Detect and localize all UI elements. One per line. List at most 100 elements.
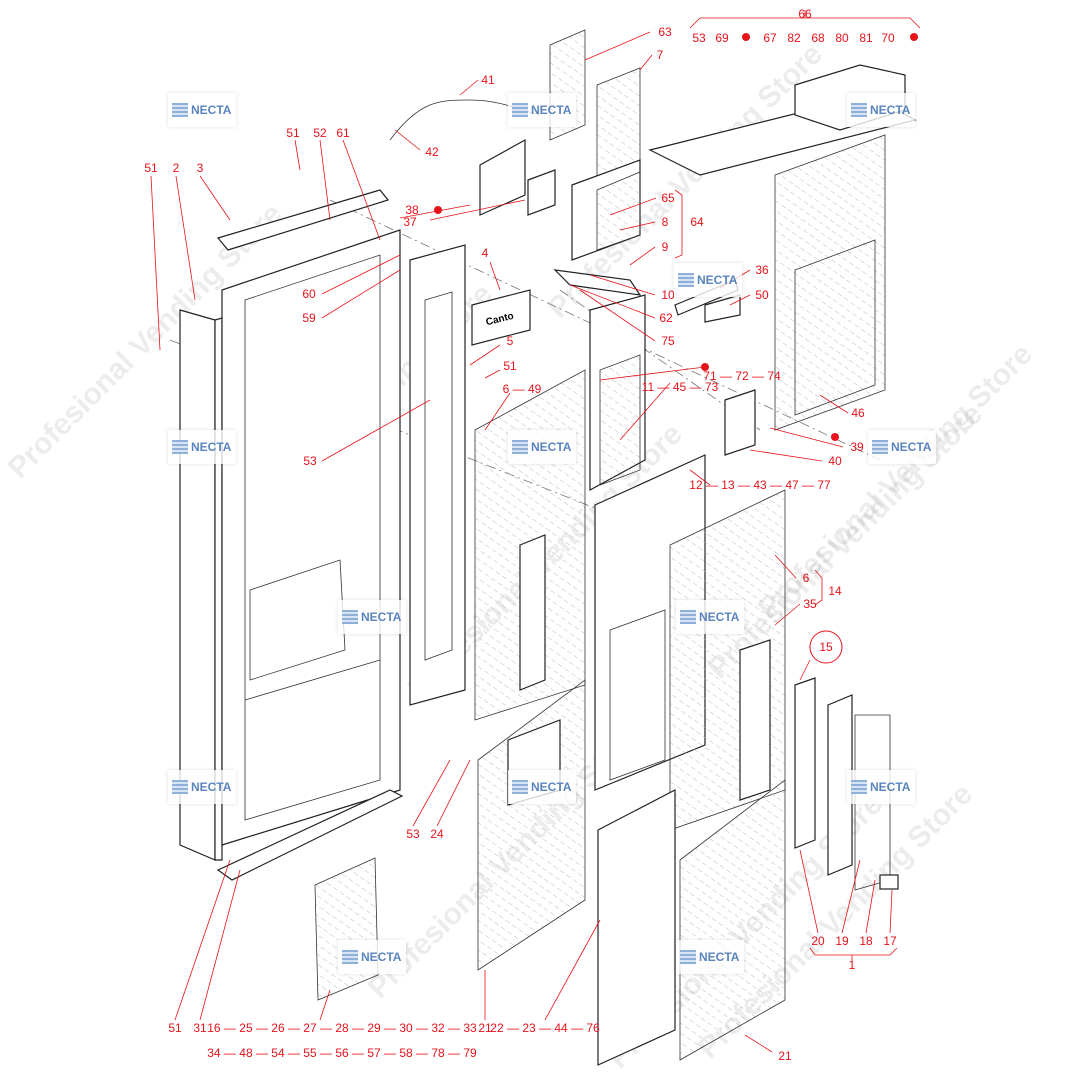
part-number-label: 10 xyxy=(661,288,675,302)
leader-line xyxy=(394,129,421,151)
necta-logo-icon xyxy=(342,610,358,624)
part-number-label: 71 — 72 — 74 xyxy=(703,369,781,383)
necta-logo-text: NECTA xyxy=(531,103,572,117)
leader-line xyxy=(609,197,657,216)
part-number-label: 42 xyxy=(425,145,439,159)
part-number-label: 41 xyxy=(481,73,495,87)
part-number-label: 19 xyxy=(835,934,849,948)
part-number-label: 38 xyxy=(405,203,419,217)
leader-line xyxy=(319,989,331,1021)
right-panel xyxy=(774,134,886,431)
leader-line xyxy=(459,79,479,96)
necta-logo-icon xyxy=(512,780,528,794)
leader-line xyxy=(744,1034,773,1053)
part-number-label: 82 xyxy=(787,31,801,45)
glass-panel-strip xyxy=(739,639,771,801)
leader-line xyxy=(889,889,893,934)
necta-logo-icon xyxy=(851,103,867,117)
necta-logo-icon xyxy=(680,610,696,624)
part-number-label: 68 xyxy=(811,31,825,45)
leader-line xyxy=(579,289,656,342)
cabinet-frame-inner xyxy=(244,254,381,821)
graphic-panel-lower xyxy=(597,789,676,1066)
necta-logo-text: NECTA xyxy=(891,440,932,454)
leader-line xyxy=(865,879,876,934)
part-number-label: 34 — 48 — 54 — 55 — 56 — 57 — 58 — 78 — … xyxy=(207,1046,477,1060)
graphic-panel-window xyxy=(609,609,666,781)
part-number-label: 59 xyxy=(302,311,316,325)
reference-dot xyxy=(831,433,839,441)
leader-line xyxy=(584,31,651,61)
part-number-label: 51 xyxy=(144,161,158,175)
necta-logo-text: NECTA xyxy=(699,950,740,964)
necta-logo-icon xyxy=(512,103,528,117)
reference-dot xyxy=(434,206,442,214)
leader-line xyxy=(769,427,844,448)
leader-line xyxy=(619,221,656,231)
top-panel xyxy=(216,189,390,251)
spiral-support xyxy=(827,694,853,876)
part-number-label: 18 xyxy=(859,934,873,948)
part-number-label: 70 xyxy=(881,31,895,45)
part-number-label: 1 xyxy=(849,958,856,972)
necta-logo-text: NECTA xyxy=(870,103,911,117)
leader-line xyxy=(629,246,656,266)
part-number-label: 63 xyxy=(658,25,672,39)
part-number-label: 80 xyxy=(835,31,849,45)
part-number-label: 52 xyxy=(313,126,327,140)
part-number-label: 53 xyxy=(303,454,317,468)
highlight-circle xyxy=(809,630,843,664)
part-number-label: 67 xyxy=(763,31,777,45)
bottom-rail xyxy=(216,789,404,881)
part-number-label: 35 xyxy=(803,597,817,611)
necta-logo: NECTA xyxy=(168,93,236,127)
part-number-label: 62 xyxy=(659,311,673,325)
control-board xyxy=(479,138,526,216)
part-number-label: 11 — 45 — 73 xyxy=(642,380,719,394)
necta-logo-text: NECTA xyxy=(531,780,572,794)
necta-logo: NECTA xyxy=(168,430,236,464)
part-number-label: 46 xyxy=(851,406,865,420)
glass-door-lower-right xyxy=(679,779,786,1061)
leader-line xyxy=(150,175,161,351)
part-number-label: 8 xyxy=(662,215,669,229)
part-number-label: 16 — 25 — 26 — 27 — 28 — 29 — 30 — 32 — … xyxy=(207,1021,477,1035)
part-number-label: 17 xyxy=(883,934,897,948)
part-number-label: 64 xyxy=(690,215,704,229)
leader-line xyxy=(729,294,751,306)
leader-line xyxy=(589,274,656,296)
bracket-50 xyxy=(704,294,741,323)
leader-line xyxy=(175,175,196,301)
leader-line xyxy=(799,659,811,681)
part-number-label: 22 — 23 — 44 — 76 xyxy=(490,1021,600,1035)
necta-logo: NECTA xyxy=(847,770,915,804)
part-number-label: 7 xyxy=(657,48,664,62)
necta-logo-text: NECTA xyxy=(699,610,740,624)
necta-logo-text: NECTA xyxy=(191,440,232,454)
part-number-label: 81 xyxy=(859,31,873,45)
part-number-label: 36 xyxy=(755,263,769,277)
leader-line xyxy=(174,859,231,1021)
necta-logo-text: NECTA xyxy=(697,273,738,287)
necta-logo: NECTA xyxy=(676,600,744,634)
cabinet-window xyxy=(249,559,346,681)
leader-line xyxy=(321,254,401,295)
cabinet-frame xyxy=(221,229,401,846)
part-number-label: 51 xyxy=(503,359,517,373)
necta-logo-icon xyxy=(512,440,528,454)
glass-door-strip xyxy=(519,534,546,691)
necta-logo-icon xyxy=(678,273,694,287)
necta-logo: NECTA xyxy=(508,93,576,127)
part-number-label: 12 — 13 — 43 — 47 — 77 xyxy=(689,478,831,492)
part-number-label: 4 xyxy=(482,246,489,260)
spare-parts-bag xyxy=(314,857,379,1001)
reference-dot xyxy=(701,363,709,371)
part-number-label: 50 xyxy=(755,288,769,302)
necta-logo: NECTA xyxy=(168,770,236,804)
necta-logo: NECTA xyxy=(338,600,406,634)
leader-line xyxy=(489,261,501,291)
necta-logo: NECTA xyxy=(338,940,406,974)
part-number-label: 21 xyxy=(478,1021,492,1035)
necta-logo: NECTA xyxy=(508,770,576,804)
